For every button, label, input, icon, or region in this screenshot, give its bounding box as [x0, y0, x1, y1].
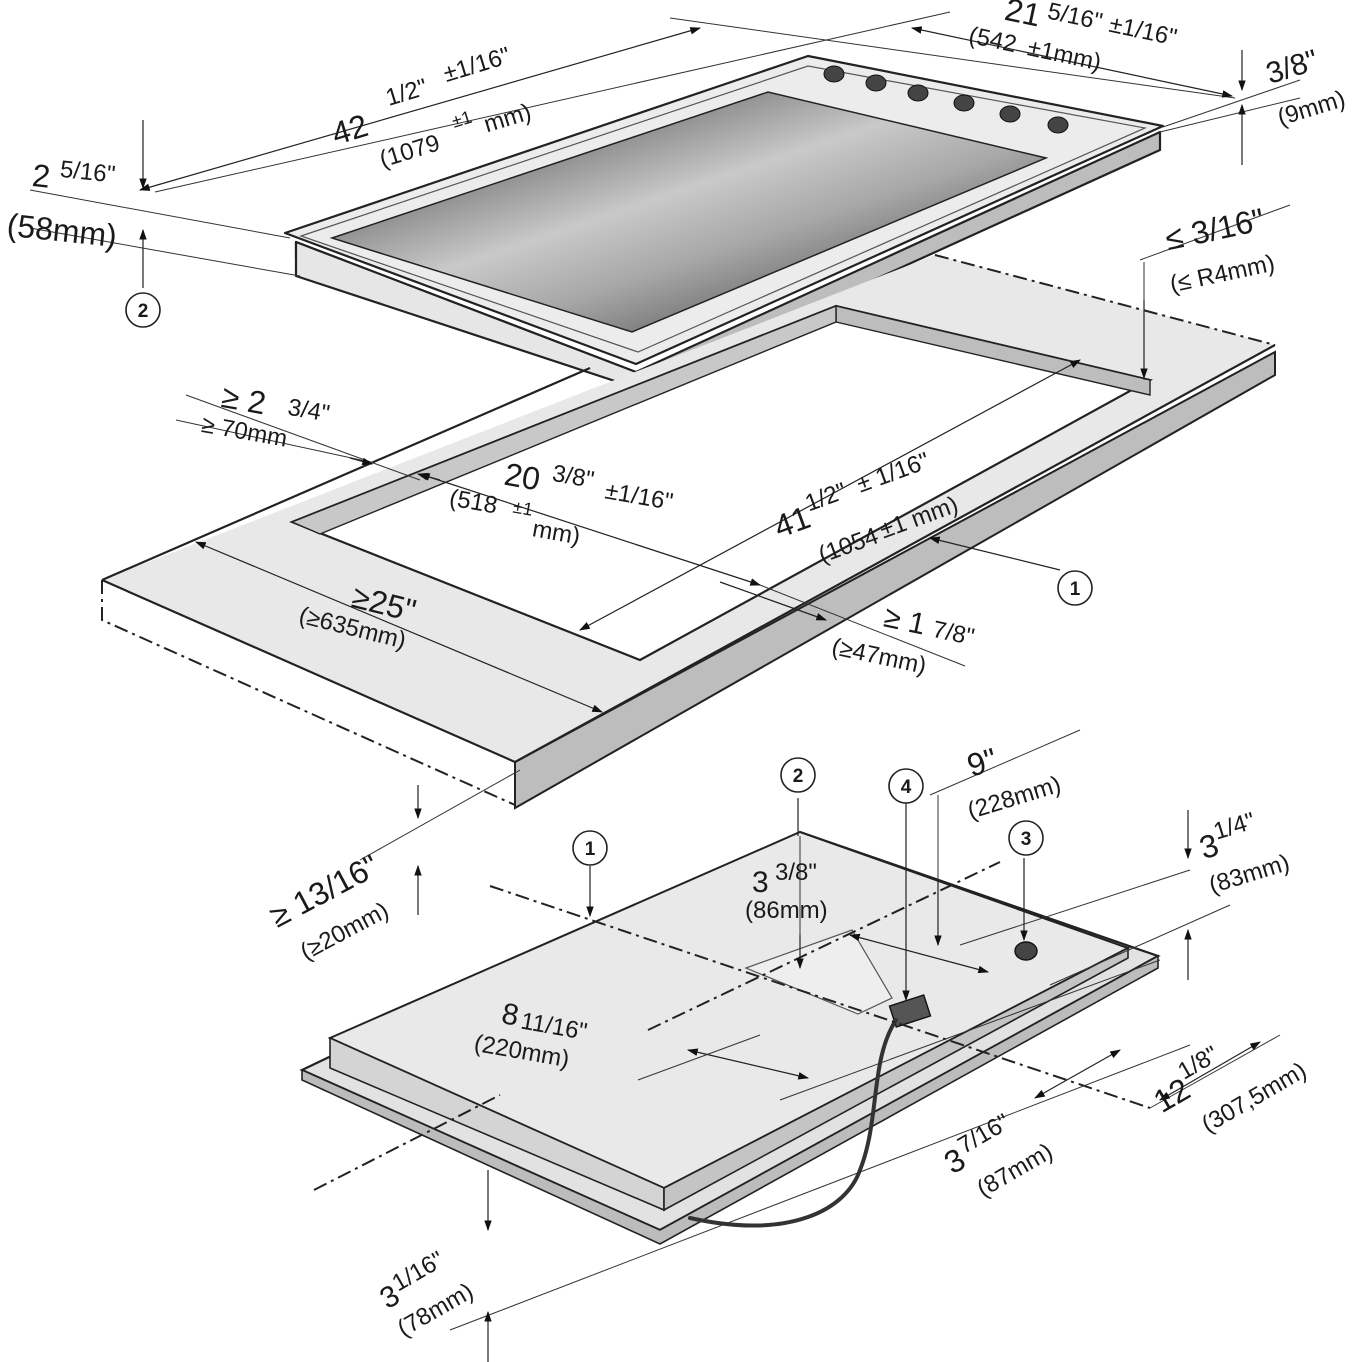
cooktop-depth-tol: ±1/16" [1107, 11, 1180, 52]
underside-flange-edge [301, 954, 1159, 1245]
cooktop-height-frac: 5/16" [59, 156, 117, 189]
front-min-mm: (≥47mm) [829, 633, 928, 679]
underside-drawing [299, 830, 1161, 1245]
callout-4-bottom: 4 [888, 768, 924, 804]
cooktop-width-tol: ±1/16" [440, 42, 513, 88]
svg-text:2: 2 [138, 301, 149, 322]
knob-icon [953, 94, 975, 112]
cutout-depth-mm-tol: ±1 [511, 497, 534, 520]
conn-height-frac: 1/4" [1210, 807, 1258, 845]
svg-text:3: 3 [1021, 829, 1032, 850]
cutout-dimensions [175, 204, 1291, 915]
unit-height-frac: 1/16" [388, 1246, 449, 1297]
box-depth-frac: 3/8" [775, 859, 817, 886]
cooktop-height-in: 2 [31, 157, 52, 195]
svg-text:1: 1 [1070, 579, 1081, 600]
cooktop-depth-frac: 5/16" [1045, 0, 1105, 36]
conn-dist-in: 9" [963, 741, 1001, 784]
radius-in: ≤ 3/16" [1162, 201, 1267, 257]
box-depth-in: 3 [752, 866, 769, 899]
power-cable [688, 1018, 898, 1228]
callout-2-bottom: 2 [780, 757, 816, 793]
svg-text:4: 4 [901, 777, 912, 798]
knob-icon [1047, 116, 1069, 134]
callout-2-top: 2 [125, 292, 161, 328]
knob-icon [999, 105, 1021, 123]
knob-icon [907, 84, 929, 102]
cooktop-width-frac: 1/2" [383, 74, 431, 112]
knob-icon [823, 65, 845, 83]
radius-mm: (≤ R4mm) [1167, 250, 1277, 299]
svg-text:1: 1 [585, 839, 596, 860]
callout-3-bottom: 3 [1008, 820, 1044, 856]
box-depth-mm: (86mm) [745, 897, 828, 924]
knob-icon [865, 74, 887, 92]
overhang-in: 3/8" [1262, 44, 1322, 91]
cooktop-width-mm-unit: mm) [481, 98, 535, 138]
side-min-mm: ≥ 70mm [199, 411, 289, 453]
underside-body-right [663, 946, 1129, 1212]
cooktop-width-mm-tol: ±1 [449, 107, 474, 132]
underside-dimensions [313, 729, 1281, 1362]
side-min-in: ≥ 2 [219, 378, 269, 421]
box-width-in: 8 [499, 997, 521, 1032]
overhang-mm: (9mm) [1274, 85, 1348, 131]
connector-icon [1014, 941, 1038, 961]
cooktop-depth-in: 21 [1002, 0, 1044, 34]
front-min-frac: 7/8" [930, 616, 977, 651]
cooktop-height-mm: (58mm) [5, 207, 118, 254]
cutout-depth-in: 20 [502, 456, 543, 498]
side-min-frac: 3/4" [286, 394, 332, 428]
cooktop-width-in: 42 [327, 107, 372, 152]
side-dist-frac: 7/16" [953, 1109, 1014, 1160]
callout-1-bottom: 1 [572, 830, 608, 866]
cooktop-width-mm: (1079 [376, 130, 443, 174]
callout-1-middle: 1 [1057, 570, 1093, 606]
cooktop-drawing [283, 54, 1165, 390]
cooktop-dimensions [29, 11, 1301, 288]
svg-text:2: 2 [793, 766, 804, 787]
